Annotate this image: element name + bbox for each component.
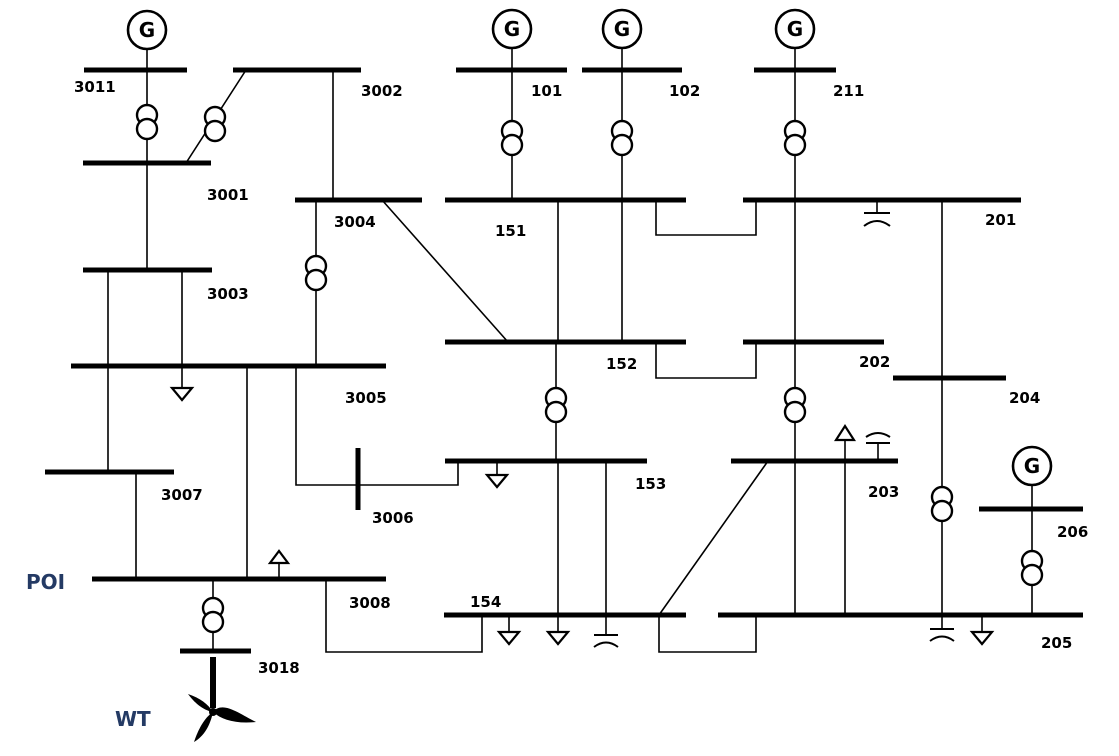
label-3018: 3018 [258,659,300,677]
wind-turbine-icon [188,657,256,742]
label-102: 102 [669,82,700,100]
line-3005-3006 [295,366,358,486]
wt-label: WT [115,707,151,731]
capacitor-icon [593,632,619,648]
transformer-icon [1020,549,1044,587]
label-3005: 3005 [345,389,387,407]
generator-icon: G [774,8,816,50]
generator-icon: G [1011,445,1053,487]
generator-icon: G [491,8,533,50]
load-icon [545,630,571,646]
bus-labels: 3011 3002 101 102 211 3001 3004 151 201 … [74,78,1088,677]
capacitors [593,212,955,648]
label-3004: 3004 [334,213,376,231]
label-3007: 3007 [161,486,203,504]
transformer-icon [930,485,954,523]
transformer-icon [201,596,225,634]
transformer-icon [135,103,159,141]
transformer-icon [304,254,328,292]
svg-text:G: G [504,17,520,41]
generator-icon: G [601,8,643,50]
line-154-205 [658,615,757,653]
label-202: 202 [859,353,890,371]
transformer-icon [610,119,634,157]
connection-lines [107,48,1033,653]
capacitor-icon [863,212,891,227]
label-3003: 3003 [207,285,249,303]
label-3002: 3002 [361,82,403,100]
buses [45,67,1083,654]
line-152-202 [655,342,757,379]
line-203-154 [658,460,769,616]
svg-text:G: G [614,17,630,41]
svg-text:G: G [139,18,155,42]
load-icon [484,473,510,489]
label-211: 211 [833,82,864,100]
label-152: 152 [606,355,637,373]
line-151-201 [655,200,757,236]
line-3008-154 [325,579,483,653]
transformer-icon [203,105,227,143]
transformer-icon [783,119,807,157]
generator-icon: G [126,9,168,51]
load-icon [833,423,857,442]
label-151: 151 [495,222,526,240]
label-3011: 3011 [74,78,116,96]
transformer-icon [783,386,807,424]
load-icon [496,630,522,646]
label-3001: 3001 [207,186,249,204]
label-3008: 3008 [349,594,391,612]
line-3006-153 [358,461,459,486]
label-204: 204 [1009,389,1040,407]
load-icon [969,630,995,646]
capacitor-icon [865,432,891,444]
label-201: 201 [985,211,1016,229]
load-icon [267,549,291,565]
label-206: 206 [1057,523,1088,541]
loads [169,386,995,646]
transformer-icon [500,119,524,157]
generators: G G G G G [126,8,1053,487]
poi-label: POI [26,570,65,594]
transformer-icon [544,386,568,424]
svg-text:G: G [1024,454,1040,478]
label-203: 203 [868,483,899,501]
label-153: 153 [635,475,666,493]
label-205: 205 [1041,634,1072,652]
transformers [135,103,1044,634]
label-3006: 3006 [372,509,414,527]
load-icon [169,386,195,402]
capacitor-icon [929,628,955,642]
line-3004-152 [381,199,509,343]
label-154: 154 [470,593,501,611]
label-101: 101 [531,82,562,100]
svg-text:G: G [787,17,803,41]
